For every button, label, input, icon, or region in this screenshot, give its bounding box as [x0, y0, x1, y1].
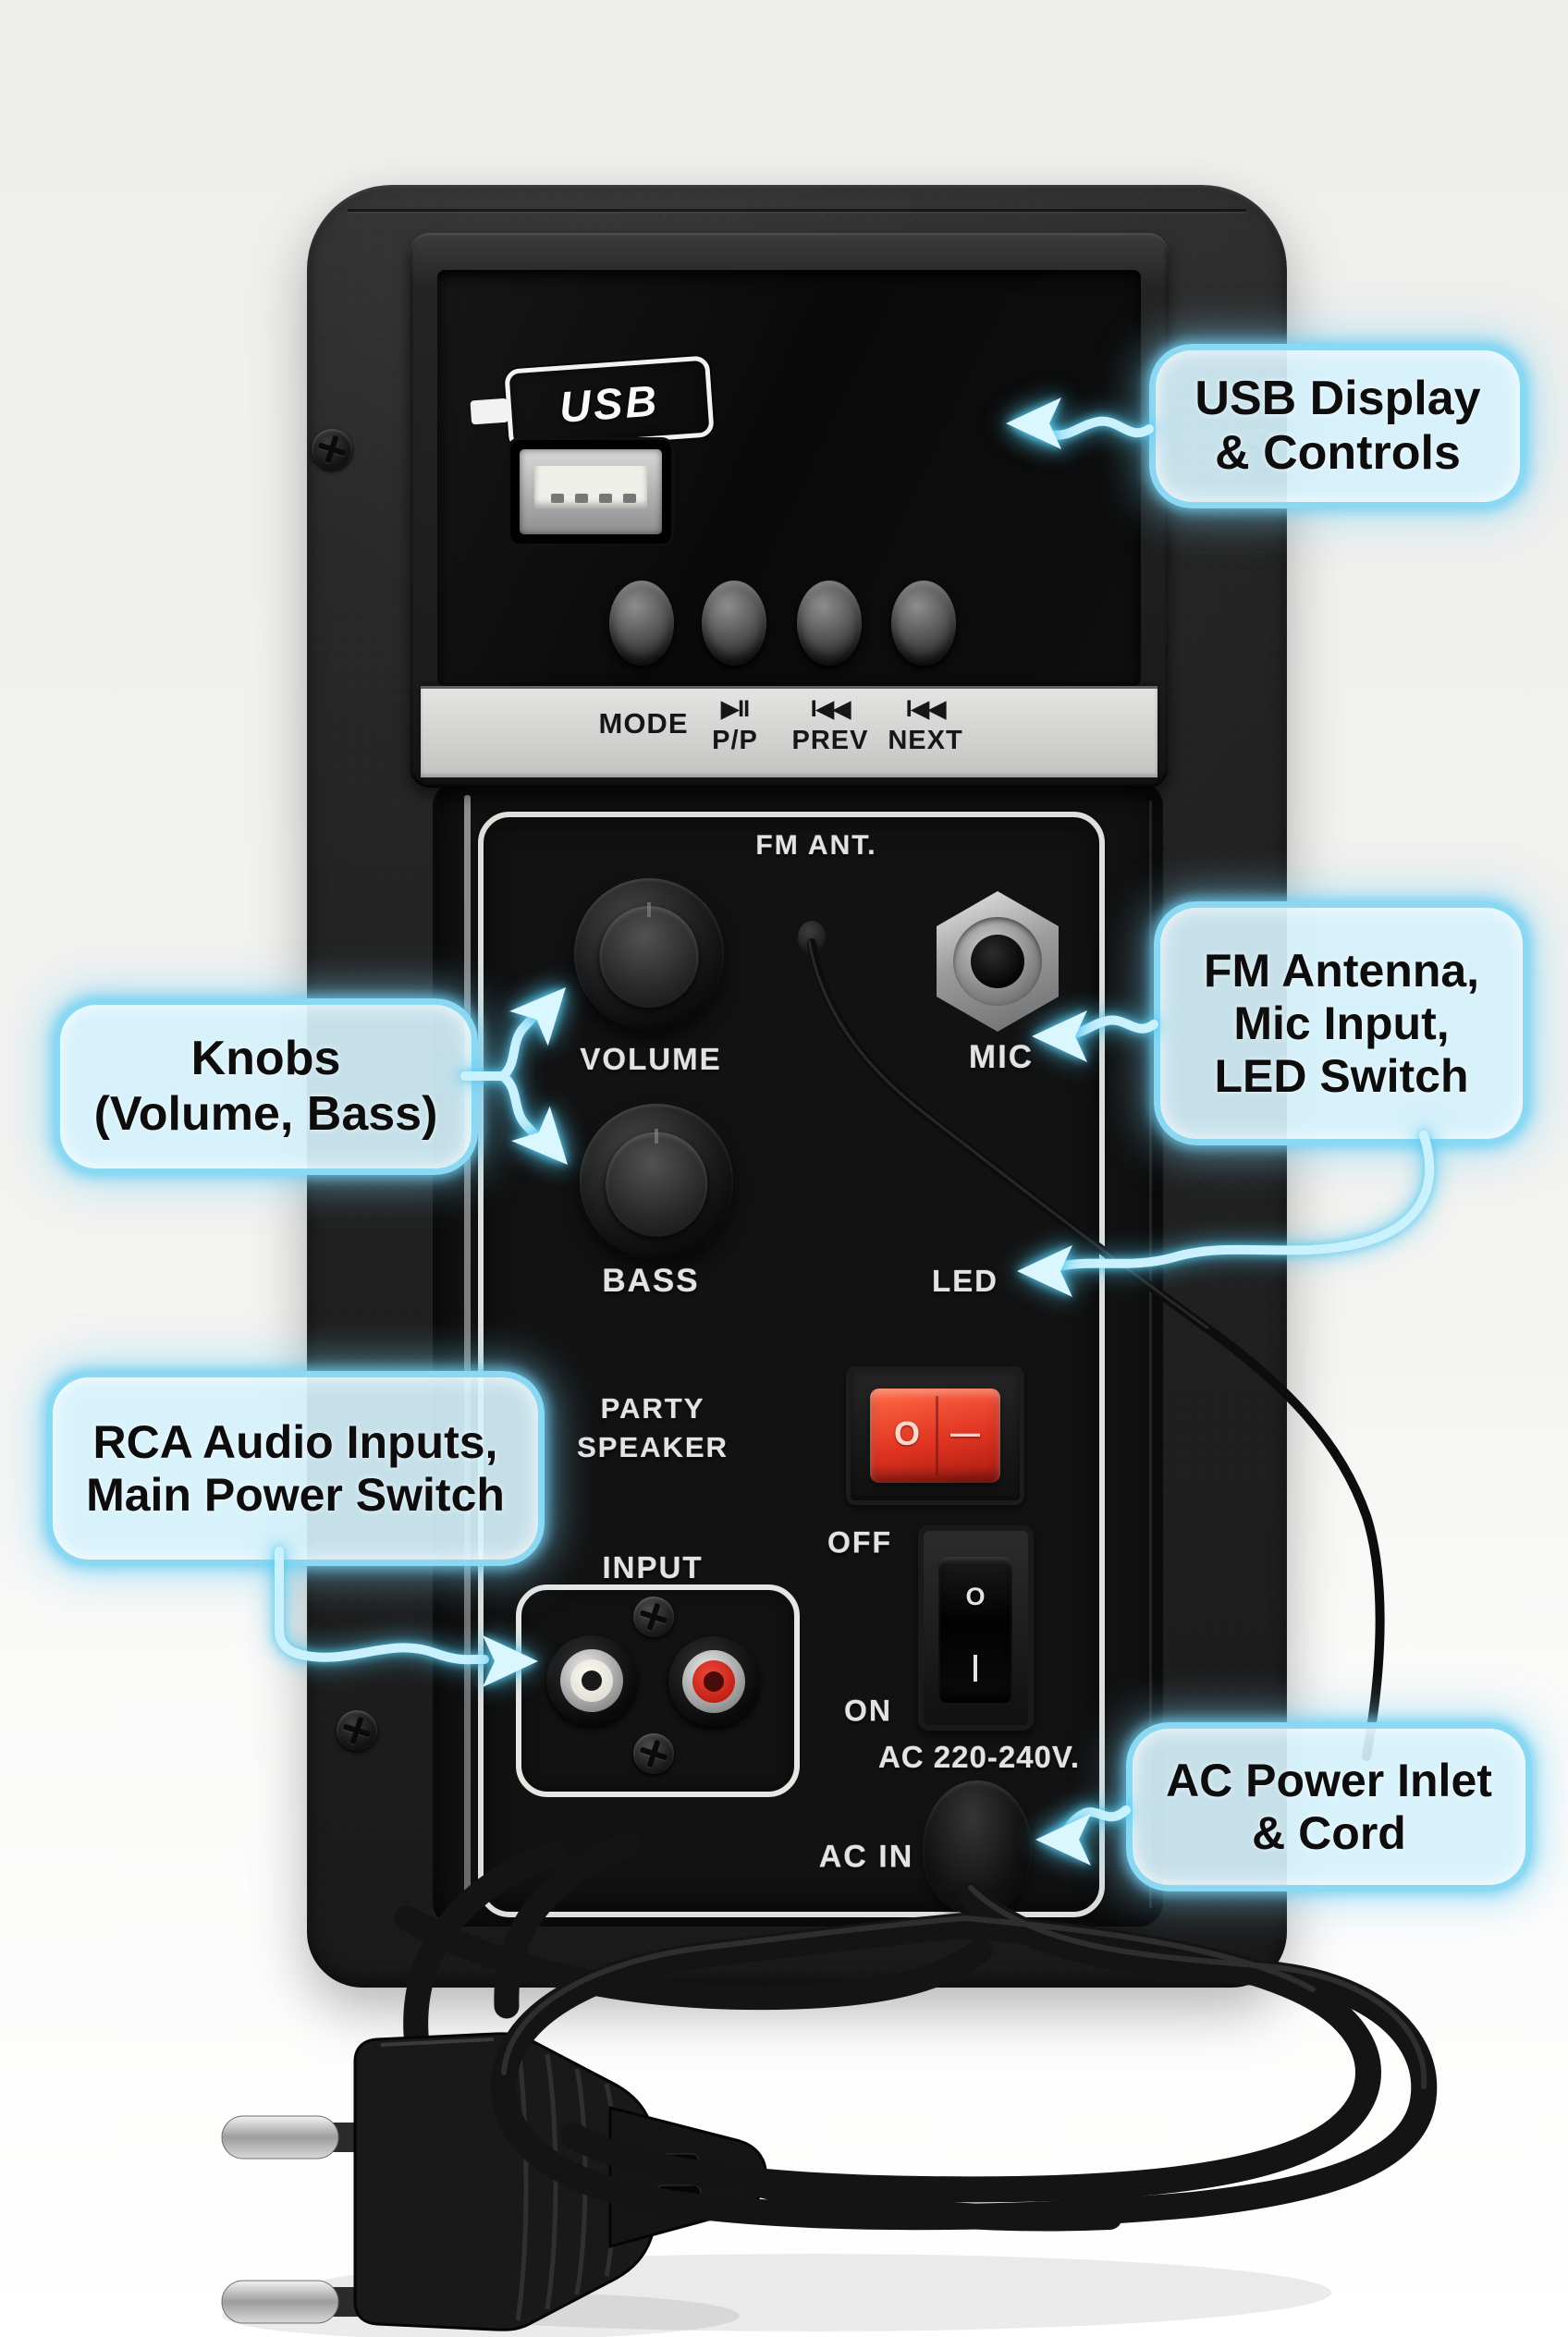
- rca-input-outline: [516, 1585, 800, 1797]
- panel-screw: [633, 1597, 674, 1637]
- callout-line: Mic Input,: [1233, 997, 1450, 1049]
- bass-label: BASS: [602, 1263, 700, 1299]
- antenna-grommet: [798, 921, 826, 954]
- callout-fm-mic-led: FM Antenna, Mic Input, LED Switch: [1154, 901, 1529, 1145]
- pp-label-col: ▶II P/P: [712, 693, 758, 756]
- plug-grip: [608, 2106, 767, 2248]
- main-power-switch-bezel: O |: [918, 1525, 1034, 1731]
- rca-hole: [704, 1671, 724, 1692]
- ac-in-label: AC IN: [818, 1839, 914, 1875]
- bass-knob[interactable]: [580, 1104, 733, 1259]
- next-icon: I◀◀: [905, 696, 946, 722]
- mode-label: MODE: [598, 707, 689, 740]
- volume-label: VOLUME: [580, 1042, 722, 1076]
- off-label: OFF: [827, 1525, 892, 1560]
- callout-line: FM Antenna,: [1203, 944, 1480, 997]
- switch-off-mark: O: [894, 1414, 921, 1452]
- prev-label: PREV: [791, 726, 869, 755]
- callout-ac-power: AC Power Inlet & Cord: [1126, 1722, 1532, 1891]
- led-rocker-switch[interactable]: O —: [870, 1389, 1000, 1483]
- callout-line: Main Power Switch: [86, 1468, 505, 1521]
- rca-hole: [582, 1670, 602, 1691]
- led-label: LED: [932, 1264, 998, 1298]
- plug-body: [353, 2032, 660, 2331]
- plug-pin: [221, 2280, 339, 2324]
- plug-grip-slot: [655, 2184, 702, 2202]
- callout-line: RCA Audio Inputs,: [92, 1415, 498, 1468]
- callout-line: Knobs: [190, 1032, 341, 1086]
- usb-port[interactable]: [510, 440, 671, 544]
- main-power-rocker[interactable]: O |: [938, 1557, 1012, 1703]
- callout-line: & Controls: [1215, 426, 1461, 480]
- led-switch-bezel: O —: [846, 1366, 1024, 1505]
- shell-screw: [337, 1710, 377, 1751]
- next-label: NEXT: [888, 726, 963, 755]
- power-plug: [221, 2032, 767, 2331]
- party-label-line1: PARTY: [600, 1392, 705, 1425]
- callout-line: USB Display: [1194, 371, 1481, 425]
- callout-line: & Cord: [1252, 1806, 1406, 1859]
- usb-logo: USB: [504, 355, 715, 451]
- mode-button[interactable]: [609, 581, 674, 666]
- floor-shadow: [222, 2292, 740, 2337]
- rocker-off-mark: O: [965, 1583, 986, 1610]
- callout-knobs: Knobs (Volume, Bass): [54, 998, 478, 1175]
- on-label: ON: [844, 1694, 892, 1728]
- callout-usb-display: USB Display & Controls: [1149, 344, 1526, 508]
- plug-grip-slot: [652, 2153, 700, 2171]
- callout-rca-power: RCA Audio Inputs, Main Power Switch: [46, 1371, 545, 1566]
- rca-jack-white[interactable]: [546, 1635, 637, 1726]
- next-button[interactable]: [891, 581, 956, 666]
- callout-line: (Volume, Bass): [93, 1086, 438, 1141]
- callout-line: LED Switch: [1214, 1049, 1469, 1102]
- prev-label-col: I◀◀ PREV: [792, 693, 869, 756]
- rocker-on-mark: |: [971, 1649, 980, 1682]
- shell-screw: [312, 429, 352, 470]
- rca-jack-red[interactable]: [668, 1636, 759, 1727]
- play-pause-icon: ▶II: [720, 696, 750, 722]
- input-label: INPUT: [602, 1550, 704, 1585]
- floor-shadow: [296, 2254, 1331, 2331]
- ac-cord-strain-relief: [923, 1780, 1032, 1915]
- switch-on-mark: —: [950, 1416, 980, 1450]
- panel-screw: [633, 1733, 674, 1774]
- volume-knob[interactable]: [574, 878, 724, 1030]
- ac-rating-label: AC 220-240V.: [877, 1740, 1081, 1774]
- button-label-strip: [421, 686, 1158, 777]
- pp-label: P/P: [712, 726, 758, 755]
- usb-port-tongue: [534, 466, 647, 508]
- mic-label: MIC: [968, 1039, 1035, 1075]
- prev-button[interactable]: [797, 581, 862, 666]
- party-label-line2: SPEAKER: [577, 1431, 729, 1463]
- mode-label-col: MODE: [599, 708, 689, 740]
- next-label-col: I◀◀ NEXT: [888, 693, 962, 756]
- play-pause-button[interactable]: [702, 581, 766, 666]
- fm-ant-label: FM ANT.: [755, 830, 877, 861]
- plug-pin: [221, 2115, 339, 2160]
- callout-line: AC Power Inlet: [1166, 1754, 1492, 1806]
- prev-icon: I◀◀: [810, 696, 851, 722]
